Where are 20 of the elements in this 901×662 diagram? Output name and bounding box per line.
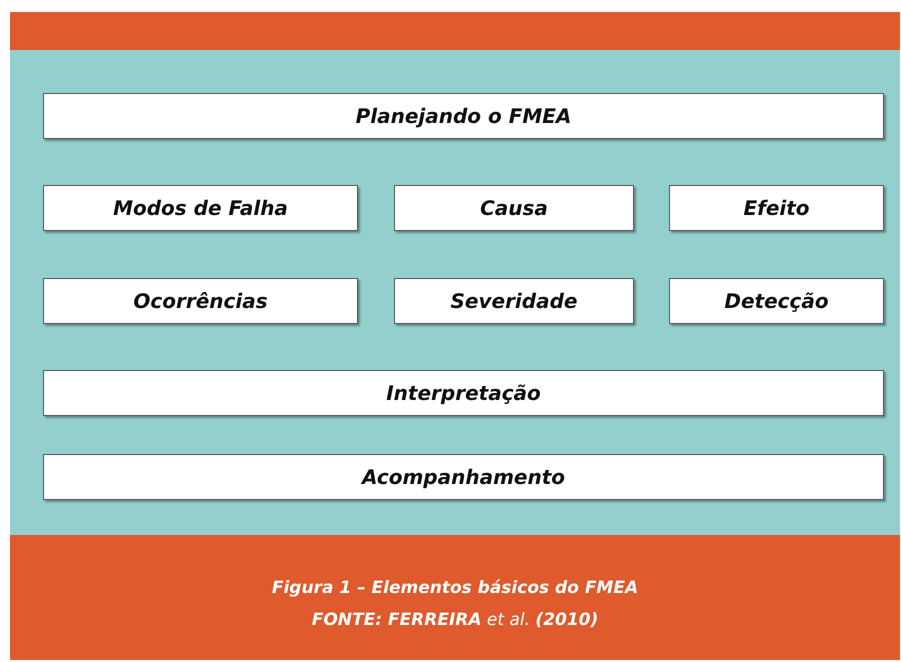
process-box xyxy=(43,185,358,231)
box-label: Efeito xyxy=(743,196,810,220)
process-box xyxy=(394,278,634,324)
box-label: Acompanhamento xyxy=(362,465,566,489)
box-label: Detecção xyxy=(724,289,829,313)
process-box xyxy=(43,278,358,324)
process-box xyxy=(669,278,884,324)
process-box xyxy=(394,185,634,231)
box-label: Severidade xyxy=(450,289,578,313)
box-label: Interpretação xyxy=(386,381,541,405)
process-box xyxy=(43,454,884,500)
box-label: Ocorrências xyxy=(133,289,268,313)
source-note: FONTE: FERREIRA et al. (2010) xyxy=(312,610,598,630)
process-box xyxy=(43,370,884,416)
process-box xyxy=(669,185,884,231)
process-box xyxy=(43,93,884,139)
figure-caption: Figura 1 – Elementos básicos do FMEA xyxy=(272,578,638,598)
box-label: Modos de Falha xyxy=(113,196,288,220)
box-label: Planejando o FMEA xyxy=(356,104,572,128)
box-label: Causa xyxy=(480,196,548,220)
